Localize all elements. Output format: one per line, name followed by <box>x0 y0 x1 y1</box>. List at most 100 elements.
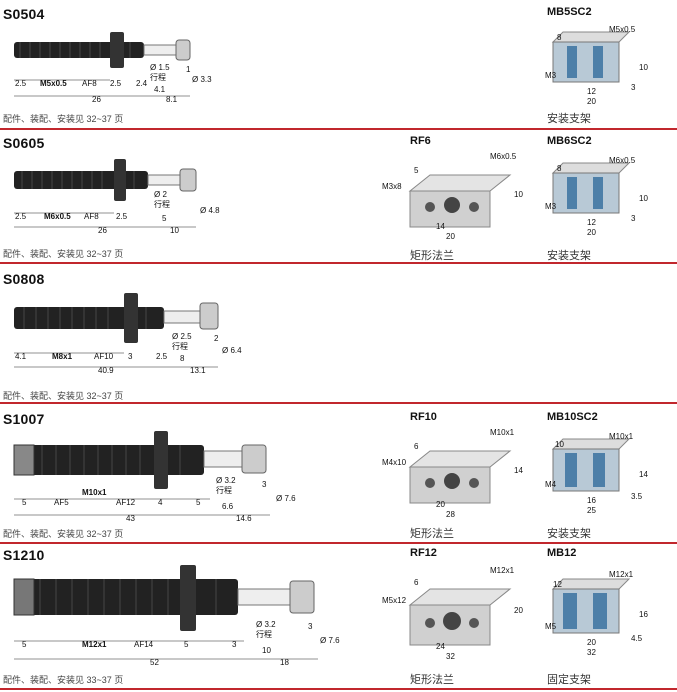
footer-note: 配件、装配、安装见 32~37 页 <box>3 391 124 401</box>
dim-af2: AF5 <box>54 498 69 507</box>
dim-stroke-dia: Ø 2.5 <box>172 332 192 341</box>
acc-dim-s: M3 <box>545 71 557 80</box>
accessory-label: MB6SC2 <box>547 135 592 147</box>
section-s0504: S0504 2.5 M5x0.5 AF8 2.5 2.4 Ø 1.5 行程 1 … <box>0 0 677 130</box>
dim-thread: M6x0.5 <box>44 212 71 221</box>
section-divider <box>0 542 677 544</box>
bracket-drawing: 8 M5x0.5 M3 10 3 12 20 <box>545 25 648 106</box>
bracket-drawing: 10 M10x1 M4 14 3.5 16 25 <box>545 432 648 515</box>
flange-drawing: 6 M12x1 M5x12 20 24 32 <box>382 566 523 661</box>
dim-thread: M10x1 <box>82 488 107 497</box>
dim-rod: 2 <box>214 334 219 343</box>
accessory-label: MB5SC2 <box>547 6 592 18</box>
acc-dim-w2: 20 <box>446 232 455 241</box>
acc-dim-h: 5 <box>414 166 419 175</box>
acc-dim-w2: 32 <box>446 652 455 661</box>
acc-dim-s: M3 <box>545 202 557 211</box>
acc-dim-w1: 20 <box>436 500 445 509</box>
acc-dim-t: M10x1 <box>490 428 515 437</box>
accessory-caption: 安装支架 <box>547 528 591 540</box>
section-divider <box>0 262 677 264</box>
acc-dim-w2: 28 <box>446 510 455 519</box>
acc-dim-w1: 16 <box>587 496 596 505</box>
dim-a: 4.1 <box>15 352 27 361</box>
acc-dim-w2: 20 <box>587 228 596 237</box>
dim-c: 2.5 <box>156 352 168 361</box>
dim-thread: M5x0.5 <box>40 79 67 88</box>
acc-dim-w1: 20 <box>587 638 596 647</box>
dim-total: 43 <box>126 514 135 523</box>
acc-dim-hh: 20 <box>514 606 523 615</box>
shock-absorber-drawing: 5 AF5 M10x1 AF12 4 5 Ø 3.2 行程 3 Ø 7.6 6.… <box>13 431 296 523</box>
accessory-caption: 安装支架 <box>547 250 591 262</box>
acc-dim-hh: 14 <box>514 466 523 475</box>
dim-a: 5 <box>22 640 27 649</box>
dim-stroke-label: 行程 <box>150 72 166 82</box>
acc-dim-t: M10x1 <box>609 432 634 441</box>
dim-e: 18 <box>280 658 289 667</box>
section-s1210: S1210 5 M12x1 AF14 5 3 Ø 3.2 行程 3 Ø 7.6 … <box>0 545 677 691</box>
dim-a: 2.5 <box>15 212 27 221</box>
accessory-caption: 固定支架 <box>547 674 591 686</box>
dim-c: 5 <box>196 498 201 507</box>
dim-d: 10 <box>262 646 271 655</box>
shock-absorber-drawing: 2.5 M6x0.5 AF8 2.5 Ø 2 行程 Ø 4.8 5 26 10 <box>14 159 220 235</box>
acc-dim-hh: 16 <box>639 610 648 619</box>
acc-dim-z: 3.5 <box>631 492 643 501</box>
dim-stroke-label: 行程 <box>216 485 232 495</box>
bracket-drawing: 8 M6x0.5 M3 10 3 12 20 <box>545 156 648 237</box>
accessory-label: RF6 <box>410 135 431 147</box>
dim-d: 4.1 <box>154 85 166 94</box>
dim-e: 14.6 <box>236 514 252 523</box>
dim-e: 8.1 <box>166 95 178 104</box>
shock-absorber-drawing: 4.1 M8x1 AF10 3 2.5 Ø 2.5 行程 2 Ø 6.4 8 4… <box>14 293 242 375</box>
dim-total: 26 <box>92 95 101 104</box>
footer-note: 配件、装配、安装见 33~37 页 <box>3 675 124 685</box>
dim-b: 3 <box>128 352 133 361</box>
acc-dim-hh: 10 <box>514 190 523 199</box>
footer-note: 配件、装配、安装见 32~37 页 <box>3 249 124 259</box>
section-divider <box>0 402 677 404</box>
acc-dim-h: 8 <box>557 33 562 42</box>
acc-dim-z: 3 <box>631 214 636 223</box>
dim-b: 2.5 <box>116 212 128 221</box>
accessory-label: RF10 <box>410 411 437 423</box>
acc-dim-s: M5x12 <box>382 596 407 605</box>
dim-stroke-label: 行程 <box>172 341 188 351</box>
acc-dim-h: 10 <box>555 440 564 449</box>
dim-d: 5 <box>162 214 167 223</box>
acc-dim-w1: 24 <box>436 642 445 651</box>
accessory-label: MB10SC2 <box>547 411 598 423</box>
dim-total: 52 <box>150 658 159 667</box>
dim-c: 3 <box>232 640 237 649</box>
acc-dim-t: M6x0.5 <box>609 156 636 165</box>
dim-total: 40.9 <box>98 366 114 375</box>
dim-stroke-dia: Ø 1.5 <box>150 63 170 72</box>
dim-a: 5 <box>22 498 27 507</box>
acc-dim-h: 12 <box>553 580 562 589</box>
model-title: S0504 <box>3 6 45 22</box>
acc-dim-w1: 12 <box>587 87 596 96</box>
dim-af: AF12 <box>116 498 136 507</box>
acc-dim-hh: 10 <box>639 194 648 203</box>
model-title: S0605 <box>3 135 45 151</box>
dim-stroke-dia: Ø 3.2 <box>216 476 236 485</box>
shock-absorber-drawing: 2.5 M5x0.5 AF8 2.5 2.4 Ø 1.5 行程 1 Ø 3.3 … <box>14 32 212 104</box>
flange-drawing: 6 M10x1 M4x10 14 20 28 <box>382 428 523 519</box>
dim-e: 10 <box>170 226 179 235</box>
dim-b: 2.5 <box>110 79 122 88</box>
model-title: S0808 <box>3 271 45 287</box>
accessory-label: RF12 <box>410 547 437 559</box>
model-title: S1210 <box>3 547 45 563</box>
acc-dim-t: M5x0.5 <box>609 25 636 34</box>
acc-dim-t: M6x0.5 <box>490 152 517 161</box>
section-s0605: S0605 2.5 M6x0.5 AF8 2.5 Ø 2 行程 Ø 4.8 5 … <box>0 131 677 263</box>
flange-drawing: 5 M6x0.5 M3x8 10 14 20 <box>382 152 523 241</box>
dim-stroke-label: 行程 <box>256 629 272 639</box>
acc-dim-s: M4x10 <box>382 458 407 467</box>
acc-dim-s: M3x8 <box>382 182 402 191</box>
accessory-caption: 安装支架 <box>547 113 591 125</box>
dim-stroke-dia: Ø 2 <box>154 190 167 199</box>
dim-e: 13.1 <box>190 366 206 375</box>
acc-dim-t: M12x1 <box>490 566 515 575</box>
